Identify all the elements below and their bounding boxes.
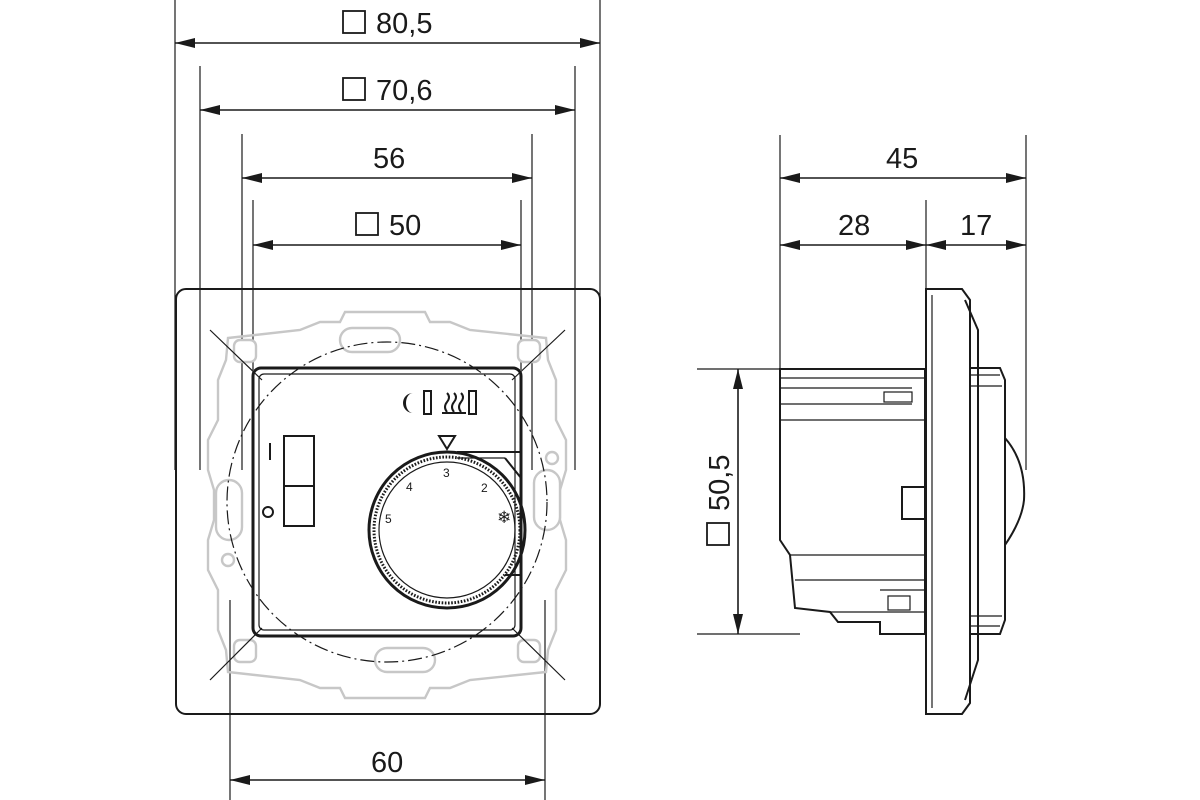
dial-knob-profile: [1004, 437, 1026, 546]
dimension-45-label: 45: [886, 143, 918, 175]
dial-scale-5: 5: [385, 512, 392, 526]
dimension-label: 50: [389, 210, 421, 242]
dimension-56: 56: [373, 143, 405, 175]
dimension-17-label: 17: [960, 210, 992, 242]
dimension-50-5: 50,5: [704, 455, 736, 546]
dial-scale-2: 2: [481, 481, 488, 495]
dimension-label: 80,5: [376, 8, 432, 40]
moon-icon: [403, 390, 432, 415]
dimension-label: 56: [373, 143, 405, 175]
front-view: 80,5 70,6 56 50 60: [174, 0, 601, 800]
cover-frame: [175, 288, 601, 715]
mounting-plate: [206, 310, 568, 700]
heating-icon: [442, 390, 477, 415]
dimension-80-5: 80,5: [342, 8, 432, 40]
diagonal-center-lines: [209, 329, 566, 681]
dimension-60: 60: [371, 747, 403, 779]
dial-scale-4: 4: [406, 480, 413, 494]
dimension-label: 50,5: [704, 455, 736, 511]
dimension-28-label: 28: [838, 210, 870, 242]
front-dimension-lines: [175, 38, 600, 785]
thermostat-insert-body: [779, 368, 926, 635]
dimension-label: 70,6: [376, 75, 432, 107]
dial-pointer-icon: [437, 435, 457, 451]
side-dimension-lines: [733, 173, 1026, 634]
side-view: 45 28 17 50,5: [697, 135, 1027, 715]
dimension-label: 60: [371, 747, 403, 779]
off-mark: [262, 506, 274, 518]
pitch-circle: [226, 341, 548, 663]
dimension-50: 50: [355, 210, 421, 242]
mode-icons: [403, 390, 477, 415]
snowflake-icon: ❄: [497, 508, 511, 527]
dimension-70-6: 70,6: [342, 75, 432, 107]
front-extension-lines: [174, 0, 601, 800]
temperature-dial: 5 4 3 2 ❄: [367, 435, 527, 610]
cover-plate-profile: [925, 288, 1026, 715]
thermostat-cover: [251, 366, 523, 638]
dial-scale-3: 3: [443, 466, 450, 480]
on-off-switch: [262, 435, 315, 527]
